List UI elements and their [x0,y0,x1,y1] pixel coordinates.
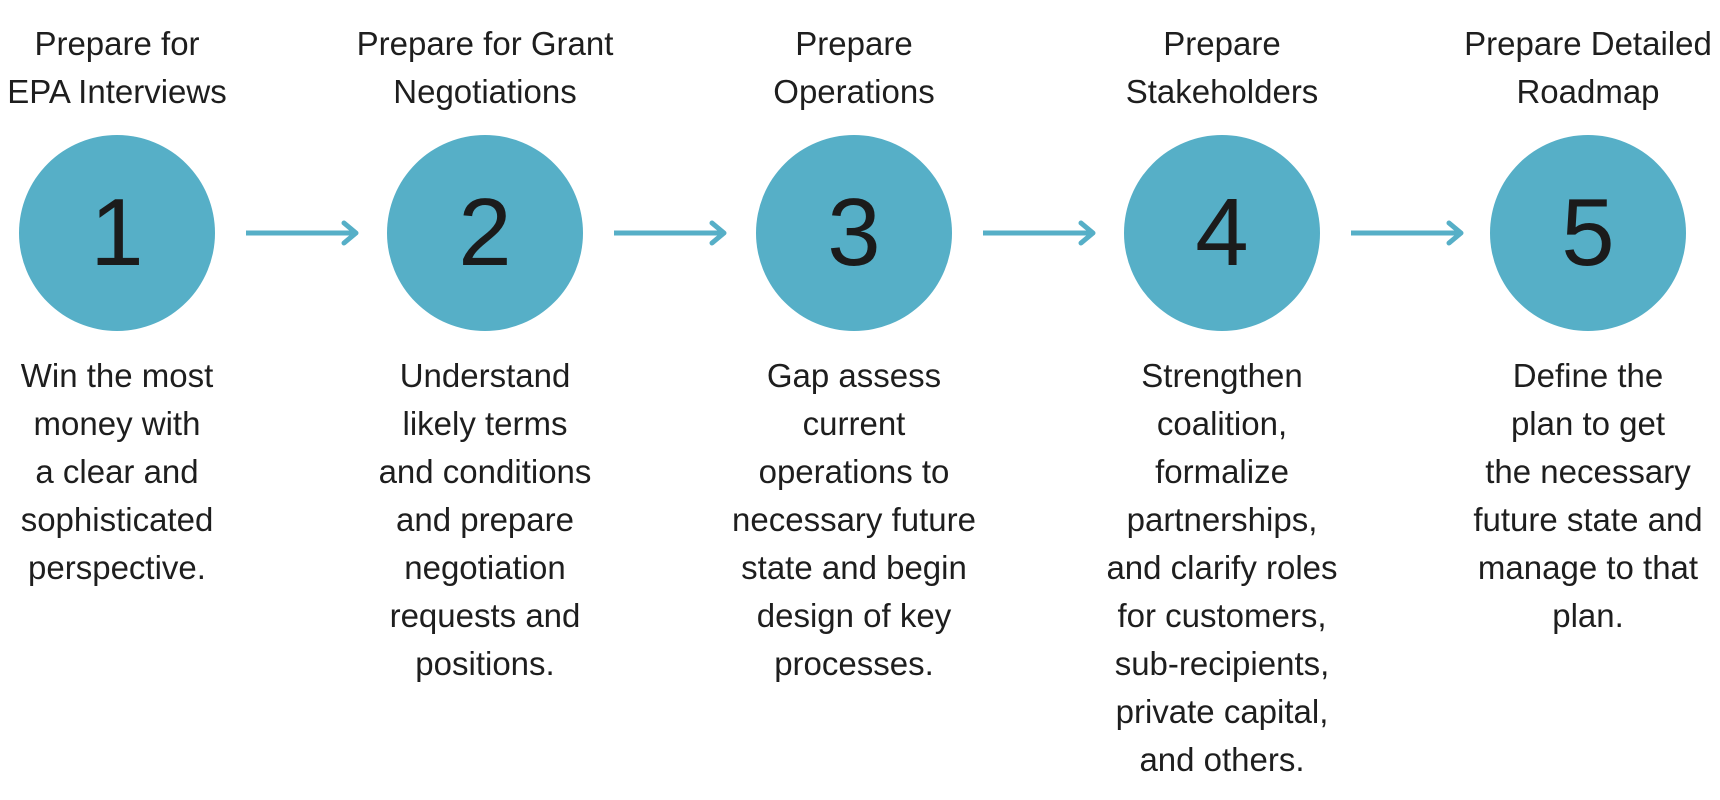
step-title: Prepare for Grant Negotiations [356,25,614,110]
step-title: Prepare Operations [773,25,935,110]
step-description: Understand likely terms and conditions a… [378,357,592,682]
step-3: Prepare Operations 3 Gap assess current … [704,0,1004,800]
step-circle: 2 [387,135,583,331]
step-number: 3 [827,179,881,286]
arrow-right-icon [614,220,727,246]
step-description: Strengthen coalition, formalize partners… [1106,357,1338,778]
step-2: Prepare for Grant Negotiations 2 Underst… [335,0,635,800]
step-number: 2 [458,179,512,286]
step-1: Prepare for EPA Interviews 1 Win the mos… [0,0,267,800]
arrow-right-icon [983,220,1096,246]
arrow-right-icon [1351,220,1464,246]
step-title: Prepare Stakeholders [1125,25,1319,110]
step-description: Define the plan to get the necessary fut… [1473,357,1703,634]
step-5: Prepare Detailed Roadmap 5 Define the pl… [1438,0,1720,800]
step-circle: 3 [756,135,952,331]
step-circle: 5 [1490,135,1686,331]
step-title: Prepare for EPA Interviews [7,25,227,110]
step-circle: 1 [19,135,215,331]
step-description: Win the most money with a clear and soph… [20,357,214,586]
step-title: Prepare Detailed Roadmap [1464,25,1712,110]
step-description: Gap assess current operations to necessa… [732,357,976,682]
step-4: Prepare Stakeholders 4 Strengthen coalit… [1072,0,1372,800]
step-circle: 4 [1124,135,1320,331]
arrow-right-icon [246,220,359,246]
step-number: 1 [90,179,144,286]
step-number: 5 [1561,179,1615,286]
step-number: 4 [1195,179,1249,286]
